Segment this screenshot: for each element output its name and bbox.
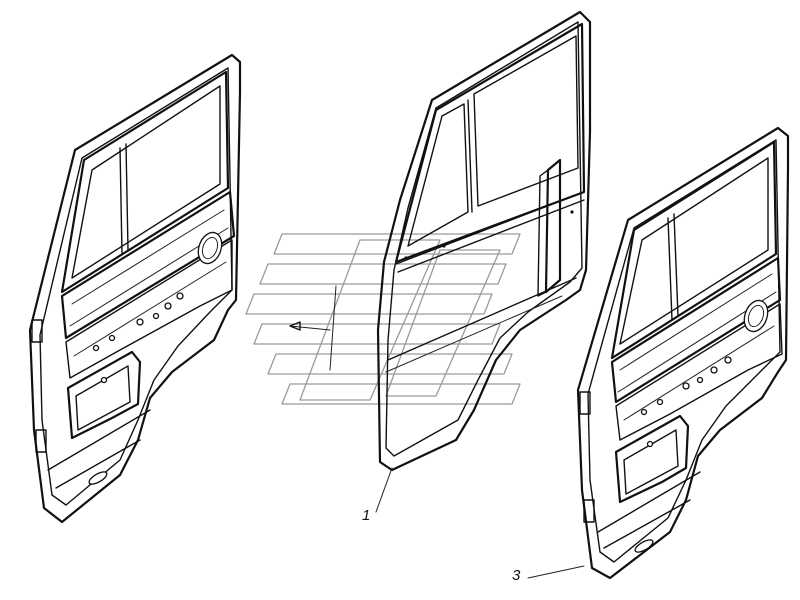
callout-label-3: 3 (512, 567, 521, 584)
door-right (527, 126, 790, 580)
callout-label-1: 1 (362, 507, 371, 524)
arrow-indicator (289, 285, 337, 371)
watermark-logo (245, 233, 521, 405)
door-center (375, 10, 592, 513)
door-left (28, 53, 242, 524)
